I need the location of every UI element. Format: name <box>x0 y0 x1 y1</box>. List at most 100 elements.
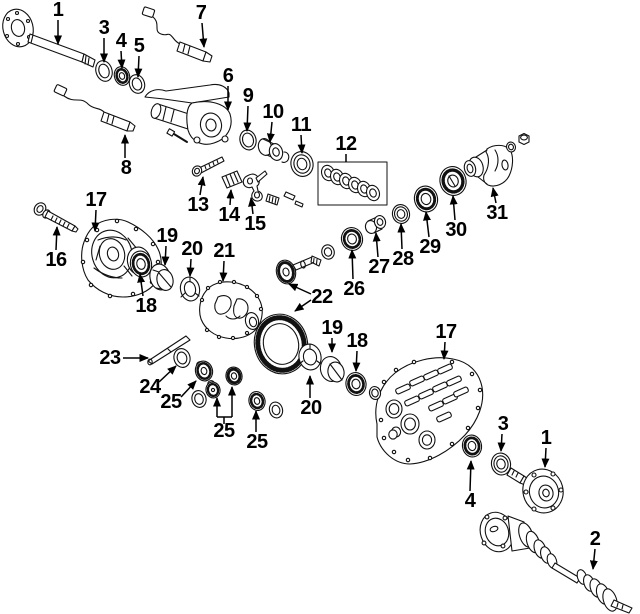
leader-arrow <box>449 195 458 221</box>
side-bearing-left <box>129 250 153 278</box>
callout-18: 18 <box>346 330 368 372</box>
leader-arrow <box>372 232 381 258</box>
output-seal <box>290 151 314 177</box>
pinion-cross-shaft <box>147 335 191 366</box>
shim-set <box>320 164 381 202</box>
leader-arrow <box>197 176 206 196</box>
pinion-gear-b <box>225 366 243 386</box>
callout-4: 4 <box>116 30 128 69</box>
part-number-label: 8 <box>121 157 132 179</box>
side-seal-left <box>179 276 201 302</box>
leader-arrow <box>440 341 449 360</box>
leader-arrow <box>91 209 100 232</box>
axle-shaft <box>2 8 96 68</box>
pinion-gear-a <box>205 380 221 399</box>
side-bearing-right <box>345 372 367 396</box>
speed-sensor-lower <box>53 84 136 132</box>
callout-14: 14 <box>218 189 241 226</box>
inner-pinion-bearing <box>340 227 364 251</box>
leader-arrow <box>161 245 170 266</box>
leader-arrow <box>219 260 228 282</box>
part-number-label: 24 <box>139 376 162 398</box>
part-number-label: 17 <box>85 189 107 211</box>
leader-arrow <box>199 22 208 48</box>
part-number-label: 11 <box>291 114 312 136</box>
leader-arrow <box>134 55 143 78</box>
callout-7: 7 <box>196 2 208 48</box>
callout-18: 18 <box>135 273 157 317</box>
side-gear-a <box>194 360 214 382</box>
callout-9: 9 <box>243 85 254 132</box>
part-number-label: 7 <box>196 2 207 24</box>
pinion-seal <box>439 166 467 196</box>
leader-arrow <box>589 548 598 570</box>
fork-spring <box>221 170 243 189</box>
leader-arrow <box>137 273 146 297</box>
callout-1: 1 <box>53 0 64 45</box>
part-number-label: 6 <box>223 65 234 87</box>
callout-3: 3 <box>497 413 509 452</box>
part-number-label: 12 <box>335 133 357 155</box>
leader-arrow <box>348 249 357 280</box>
part-number-label: 23 <box>99 347 121 369</box>
gear-washer-a <box>191 390 207 408</box>
callout-4: 4 <box>465 460 477 512</box>
leader-arrow <box>297 134 306 154</box>
callout-12: 12 <box>335 133 357 162</box>
fork-bolt <box>191 156 225 177</box>
part-number-label: 22 <box>311 286 333 308</box>
callout-2: 2 <box>589 528 601 570</box>
drive-pinion <box>275 255 322 285</box>
part-number-label: 28 <box>392 248 414 270</box>
callout-16: 16 <box>45 226 67 271</box>
actuator-housing <box>144 83 232 145</box>
leader-arrow <box>294 299 312 312</box>
callout-17: 17 <box>85 189 107 232</box>
leader-arrow <box>497 433 506 452</box>
part-number-label: 20 <box>300 397 322 419</box>
shift-fork <box>242 170 304 208</box>
part-number-label: 17 <box>435 321 457 343</box>
callout-20: 20 <box>300 375 322 419</box>
callout-8: 8 <box>121 134 132 179</box>
part-number-label: 4 <box>465 490 477 512</box>
part-number-label: 26 <box>343 278 365 300</box>
differential-case <box>199 279 264 341</box>
callout-11: 11 <box>291 114 312 154</box>
leader-arrow <box>352 350 361 372</box>
leader-arrow <box>397 223 406 250</box>
outer-pinion-bearing <box>413 185 439 213</box>
callout-30: 30 <box>445 195 467 241</box>
part-number-label: 25 <box>213 420 235 442</box>
roll-pin <box>283 191 296 201</box>
part-number-label: 29 <box>419 236 441 258</box>
snap-ring <box>239 129 257 151</box>
leader-arrow <box>266 121 275 143</box>
part-number-label: 30 <box>445 219 467 241</box>
leader-arrow <box>490 187 499 204</box>
bearing-ring-small <box>368 385 382 401</box>
bearing-retainer-ring <box>128 74 146 94</box>
differential-cover <box>375 357 484 465</box>
output-stub-flange <box>506 467 564 514</box>
callout-6: 6 <box>223 65 234 111</box>
leader-arrow <box>158 365 177 383</box>
leader-arrow <box>541 447 550 468</box>
part-number-label: 25 <box>246 431 268 453</box>
callout-19: 19 <box>156 225 178 266</box>
callout-19: 19 <box>321 317 343 353</box>
output-bushing <box>257 138 290 163</box>
part-number-label: 10 <box>262 101 284 123</box>
part-number-label: 18 <box>346 330 368 352</box>
stub-bearing <box>461 434 483 458</box>
part-number-label: 1 <box>53 0 64 21</box>
part-number-label: 14 <box>218 204 241 226</box>
callout-29: 29 <box>419 211 441 258</box>
leader-arrow <box>248 197 257 215</box>
part-number-label: 25 <box>160 391 182 413</box>
leader-arrow <box>117 50 126 69</box>
speed-sensor-upper <box>141 6 213 63</box>
callout-3: 3 <box>99 17 110 63</box>
callout-27: 27 <box>368 232 390 278</box>
callout-23: 23 <box>99 347 149 369</box>
